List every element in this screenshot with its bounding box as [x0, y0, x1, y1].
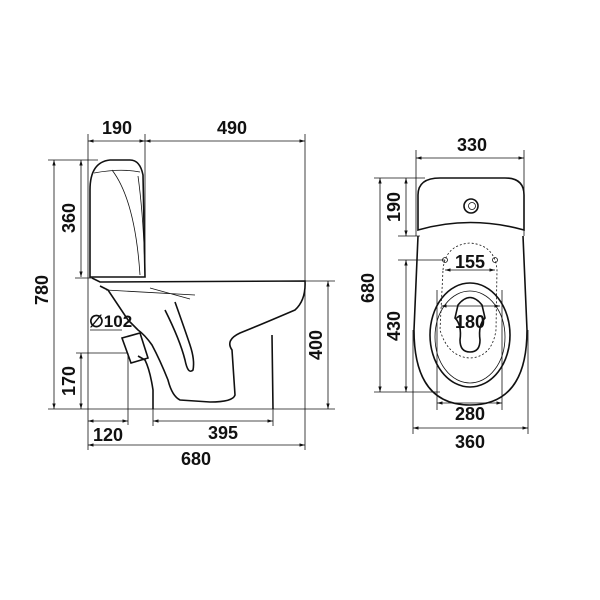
dim-opening-width: 180: [455, 312, 485, 332]
top-view: 330 680 190 430 155 180 280 360: [358, 135, 529, 452]
flush-button-icon: [463, 198, 479, 214]
dim-foot-length: 395: [208, 423, 238, 443]
bowl-side: [91, 277, 306, 403]
dim-foot-width: 280: [455, 404, 485, 424]
top-dimension-lines: [378, 156, 528, 430]
dim-outlet-height: 170: [59, 366, 79, 396]
cistern-side: [89, 159, 146, 278]
dim-seat-height: 400: [306, 330, 326, 360]
dim-total-length: 680: [181, 449, 211, 469]
dim-seat-holes: 155: [455, 252, 485, 272]
dim-tank-width: 330: [457, 135, 487, 155]
side-view: 190 490 780 360 400 170 120 395 680 ∅102: [32, 118, 335, 469]
dim-top-bowl-length: 430: [384, 311, 404, 341]
bowl-top-outline: [413, 235, 528, 406]
outlet-pipe: [120, 332, 150, 364]
cistern-top: [417, 177, 525, 232]
dim-top-total-length: 680: [358, 273, 378, 303]
dim-tank-height: 360: [59, 203, 79, 233]
dim-outlet-diameter: ∅102: [89, 312, 132, 331]
dim-bowl-length: 490: [217, 118, 247, 138]
dim-top-tank-depth: 190: [384, 192, 404, 222]
dim-outlet-offset: 120: [93, 425, 123, 445]
dim-total-height: 780: [32, 275, 52, 305]
side-dimension-lines: [52, 139, 330, 447]
dim-tank-depth: 190: [102, 118, 132, 138]
dim-total-width: 360: [455, 432, 485, 452]
